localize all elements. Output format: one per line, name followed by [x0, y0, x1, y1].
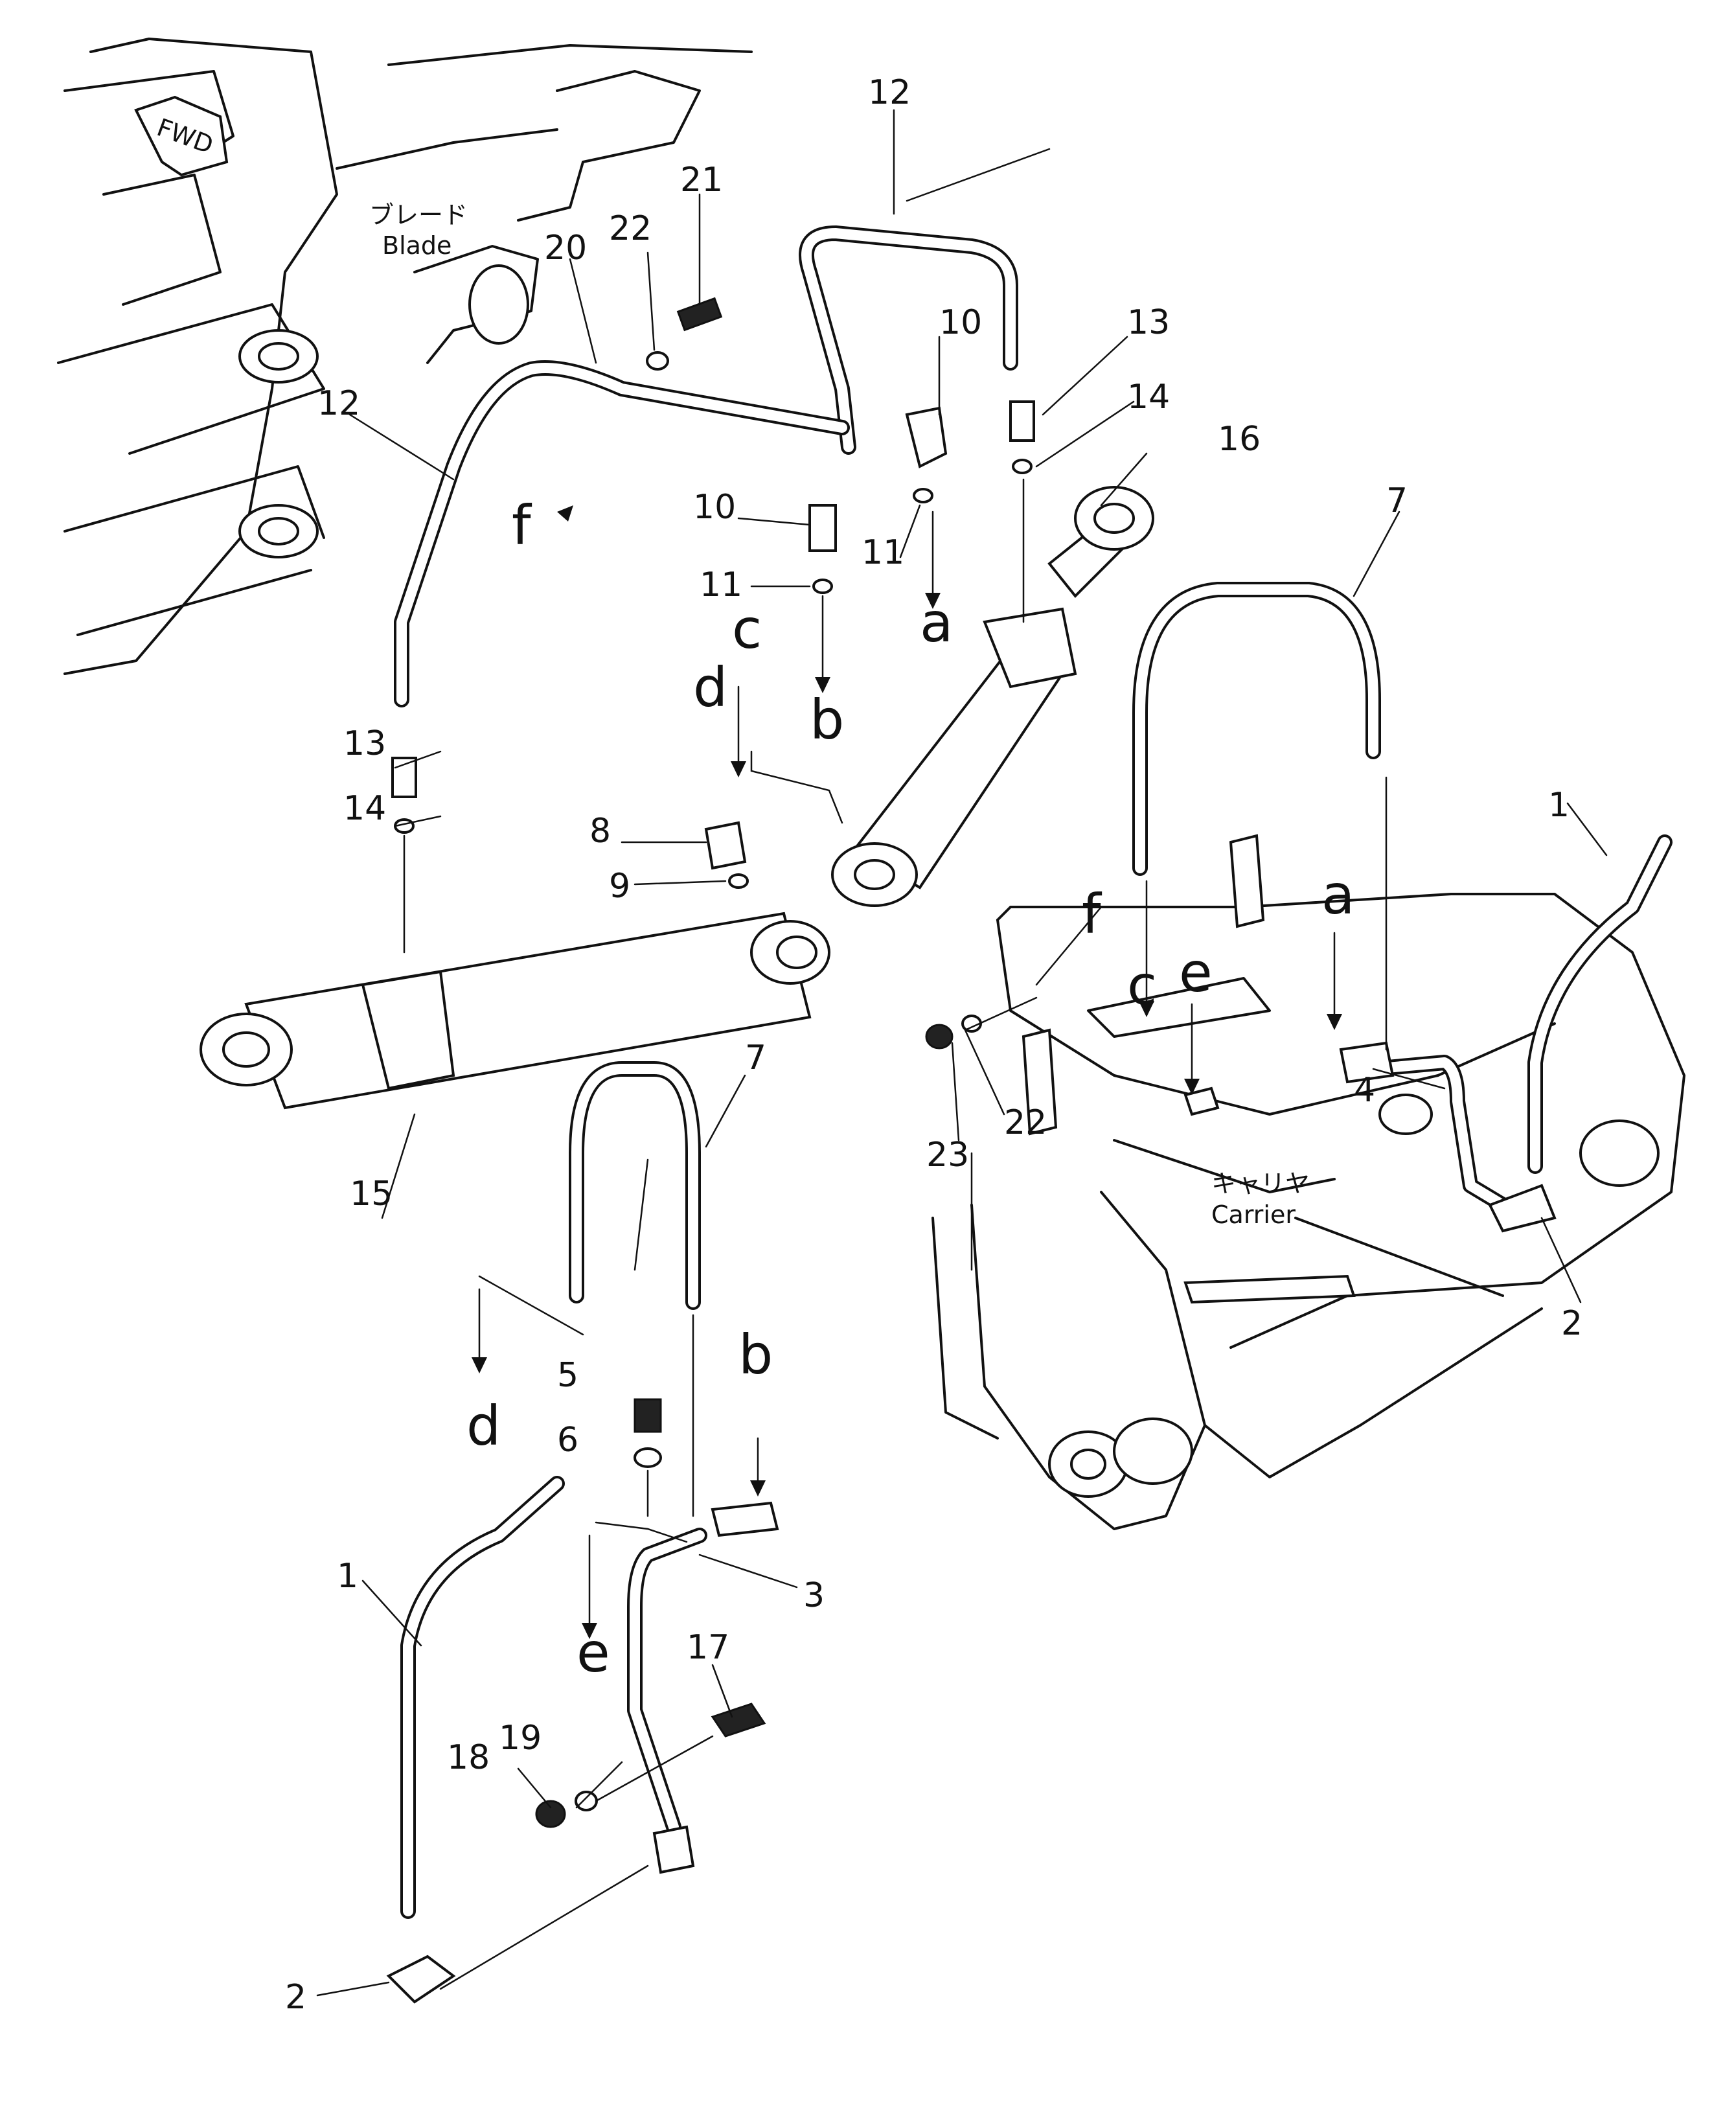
callout-5: 5 [557, 1356, 578, 1395]
callout-7-left: 7 [745, 1039, 766, 1077]
fittings [386, 297, 1557, 2004]
hose-assemblies [394, 225, 1673, 1919]
callout-19: 19 [499, 1719, 542, 1758]
letter-c-top: c [732, 597, 762, 661]
leader-lines [316, 109, 1608, 1997]
callout-12-left: 12 [317, 384, 360, 423]
letter-a-carrier: a [1321, 863, 1354, 926]
callout-18: 18 [447, 1738, 490, 1777]
callout-14-right: 14 [1127, 378, 1170, 417]
cylinder-15 [200, 912, 830, 1110]
letter-f-top: f [512, 494, 532, 557]
callout-11-top: 11 [862, 533, 904, 572]
letter-b-bottom: b [738, 1323, 773, 1386]
callout-15: 15 [350, 1175, 393, 1213]
callout-3: 3 [803, 1576, 825, 1615]
callout-16: 16 [1218, 420, 1261, 459]
callout-20: 20 [544, 229, 587, 268]
callout-4: 4 [1354, 1071, 1375, 1110]
blade-structure: FWD ブレード Blade [57, 38, 753, 675]
callout-21: 21 [680, 161, 723, 200]
callout-10-top: 10 [939, 303, 982, 342]
letter-b-top: b [810, 688, 844, 752]
connection-letters: a b c d f a c e f b d e [466, 494, 1354, 1684]
letter-e-carrier: e [1179, 941, 1213, 1004]
carrier-label-jp: キャリヤ [1211, 1169, 1310, 1198]
callout-12-top: 12 [868, 73, 911, 112]
callout-6: 6 [557, 1421, 578, 1460]
carrier-structure: キャリヤ Carrier [931, 834, 1685, 1530]
fwd-arrow-icon: FWD [134, 95, 229, 177]
part-number-callouts: 12 21 22 20 12 10 13 14 16 7 10 11 11 13… [285, 73, 1582, 2017]
blade-label-jp: ブレード [369, 201, 468, 229]
letter-d-top: d [693, 656, 727, 719]
callout-22-top: 22 [609, 209, 652, 248]
callout-2-right: 2 [1561, 1304, 1582, 1343]
callout-9: 9 [609, 867, 630, 906]
callout-13-right: 13 [1127, 303, 1170, 342]
callout-10-mid: 10 [693, 488, 736, 527]
blade-label-en: Blade [382, 231, 451, 260]
cylinder-16 [831, 486, 1154, 907]
letter-e-bottom: e [577, 1621, 610, 1684]
callout-8: 8 [589, 812, 611, 851]
callout-22-right: 22 [1004, 1103, 1047, 1142]
callout-14-left: 14 [343, 789, 386, 828]
letter-f-carrier: f [1082, 882, 1102, 946]
callout-2-left: 2 [285, 1978, 306, 2017]
letter-a-top: a [920, 591, 953, 654]
callout-7-right: 7 [1386, 481, 1408, 520]
callout-17: 17 [687, 1628, 729, 1667]
carrier-label-en: Carrier [1211, 1200, 1296, 1229]
callout-23: 23 [926, 1136, 969, 1175]
callout-11-mid: 11 [700, 566, 742, 604]
arrowheads [472, 505, 1342, 1639]
letter-d-bottom: d [466, 1394, 501, 1458]
callout-1-right: 1 [1548, 786, 1570, 825]
callout-13-left: 13 [343, 724, 386, 763]
callout-1-left: 1 [337, 1557, 358, 1596]
